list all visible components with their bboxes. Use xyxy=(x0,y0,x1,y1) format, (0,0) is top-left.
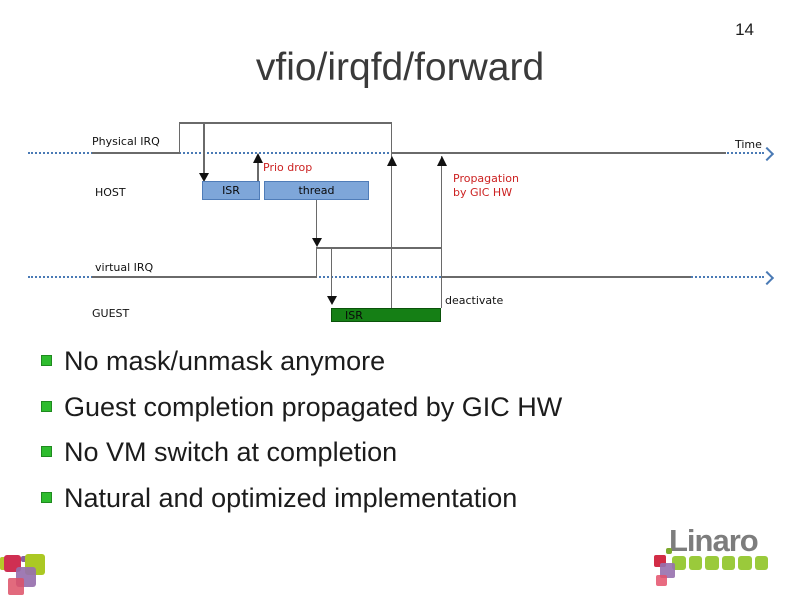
guest-irq-delivery-arrow-shaft xyxy=(330,247,332,296)
prio-drop-arrowhead-icon xyxy=(253,153,263,163)
virtual-irq-signal-low-right xyxy=(441,276,691,278)
physical-irq-label: Physical IRQ xyxy=(92,135,160,148)
completion-arrowhead-icon xyxy=(386,156,397,166)
linaro-logo-squares xyxy=(672,556,768,570)
timing-diagram: Time Physical IRQ HOST virtual IRQ GUEST… xyxy=(28,122,775,322)
logo-square-icon xyxy=(705,556,719,570)
logo-square-icon xyxy=(738,556,752,570)
prio-drop-arrow-shaft xyxy=(257,163,259,181)
logo-cluster-square-icon xyxy=(666,548,672,554)
deactivate-propagation-line xyxy=(440,156,442,308)
host-isr-box-label: ISR xyxy=(222,184,240,197)
virtual-irq-high-level xyxy=(315,247,442,249)
physical-irq-rise-edge xyxy=(178,122,180,153)
host-isr-box: ISR xyxy=(202,181,260,200)
corner-square-icon xyxy=(8,578,24,595)
time-axis-arrow-icon xyxy=(759,146,775,162)
logo-square-icon xyxy=(754,556,768,570)
guest-irq-delivery-arrowhead-icon xyxy=(326,296,337,305)
virtual-irq-inject-arrowhead-icon xyxy=(311,238,322,247)
host-thread-box: thread xyxy=(264,181,369,200)
corner-square-icon xyxy=(21,556,27,562)
irq-delivery-arrowhead-icon xyxy=(199,173,209,182)
time-axis-arrow-icon xyxy=(759,270,775,286)
virtual-irq-signal-low-left xyxy=(92,276,316,278)
propagation-label-line2: by GIC HW xyxy=(453,186,513,199)
bullet-text: Natural and optimized implementation xyxy=(64,482,518,513)
guest-isr-box: ISR xyxy=(331,308,441,322)
physical-irq-high-level xyxy=(178,122,392,124)
page-number: 14 xyxy=(735,20,754,39)
deactivate-label: deactivate xyxy=(445,294,504,307)
bullet-list: No mask/unmask anymore Guest completion … xyxy=(41,346,562,528)
logo-cluster-square-icon xyxy=(656,575,667,586)
prio-drop-label: Prio drop xyxy=(263,161,313,174)
bullet-square-icon xyxy=(41,446,52,457)
host-thread-box-label: thread xyxy=(298,184,335,197)
virtual-irq-label: virtual IRQ xyxy=(95,261,154,274)
bullet-text: No VM switch at completion xyxy=(64,437,398,467)
bullet-square-icon xyxy=(41,491,52,503)
bullet-square-icon xyxy=(41,400,52,412)
logo-square-icon xyxy=(672,556,686,570)
list-item: No mask/unmask anymore xyxy=(41,346,562,392)
list-item: Natural and optimized implementation xyxy=(41,483,562,529)
propagation-label-line1: Propagation xyxy=(453,172,519,185)
completion-line xyxy=(390,122,392,308)
guest-label: GUEST xyxy=(92,307,130,320)
list-item: Guest completion propagated by GIC HW xyxy=(41,392,562,438)
slide-title: vfio/irqfd/forward xyxy=(255,46,545,89)
virtual-irq-timeline xyxy=(28,276,764,278)
logo-square-icon xyxy=(721,556,735,570)
linaro-logo-text: Linaro xyxy=(669,523,759,558)
bullet-text: No mask/unmask anymore xyxy=(64,346,386,376)
host-label: HOST xyxy=(95,186,126,199)
physical-irq-signal-low-left xyxy=(92,152,180,154)
time-label: Time xyxy=(735,138,762,151)
logo-square-icon xyxy=(688,556,702,570)
deactivate-propagation-arrowhead-icon xyxy=(436,156,447,166)
logo-cluster-square-icon xyxy=(660,563,675,578)
virtual-irq-rise-edge xyxy=(315,247,317,278)
virtual-irq-inject-arrow-shaft xyxy=(315,200,317,239)
irq-delivery-arrow-shaft xyxy=(203,122,205,174)
list-item: No VM switch at completion xyxy=(41,437,562,483)
bullet-text: Guest completion propagated by GIC HW xyxy=(64,391,563,422)
bullet-square-icon xyxy=(41,355,52,366)
physical-irq-signal-low-right xyxy=(391,152,726,154)
guest-isr-box-label: ISR xyxy=(345,308,363,322)
